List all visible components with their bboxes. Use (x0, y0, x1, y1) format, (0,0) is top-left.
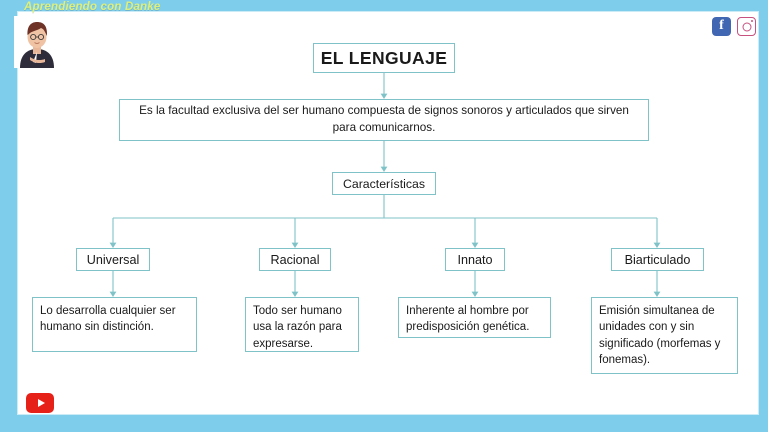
social-links[interactable]: f (712, 17, 756, 36)
play-triangle-icon (37, 399, 45, 407)
youtube-icon[interactable] (26, 393, 54, 413)
category-node-universal: Universal (76, 248, 150, 271)
facebook-icon[interactable]: f (712, 17, 731, 36)
description-node-innato: Inherente al hombre por predisposición g… (398, 297, 551, 338)
characteristics-node: Características (332, 172, 436, 195)
channel-title: Aprendiendo con Danke (24, 1, 161, 13)
category-node-racional: Racional (259, 248, 331, 271)
description-node-biarticulado: Emisión simultanea de unidades con y sin… (591, 297, 738, 374)
definition-node: Es la facultad exclusiva del ser humano … (119, 99, 649, 141)
diagram-title-node: EL LENGUAJE (313, 43, 455, 73)
teacher-avatar (14, 16, 60, 68)
description-node-racional: Todo ser humano usa la razón para expres… (245, 297, 359, 352)
description-node-universal: Lo desarrolla cualquier ser humano sin d… (32, 297, 197, 352)
category-node-innato: Innato (445, 248, 505, 271)
instagram-icon[interactable] (737, 17, 756, 36)
category-node-biarticulado: Biarticulado (611, 248, 704, 271)
